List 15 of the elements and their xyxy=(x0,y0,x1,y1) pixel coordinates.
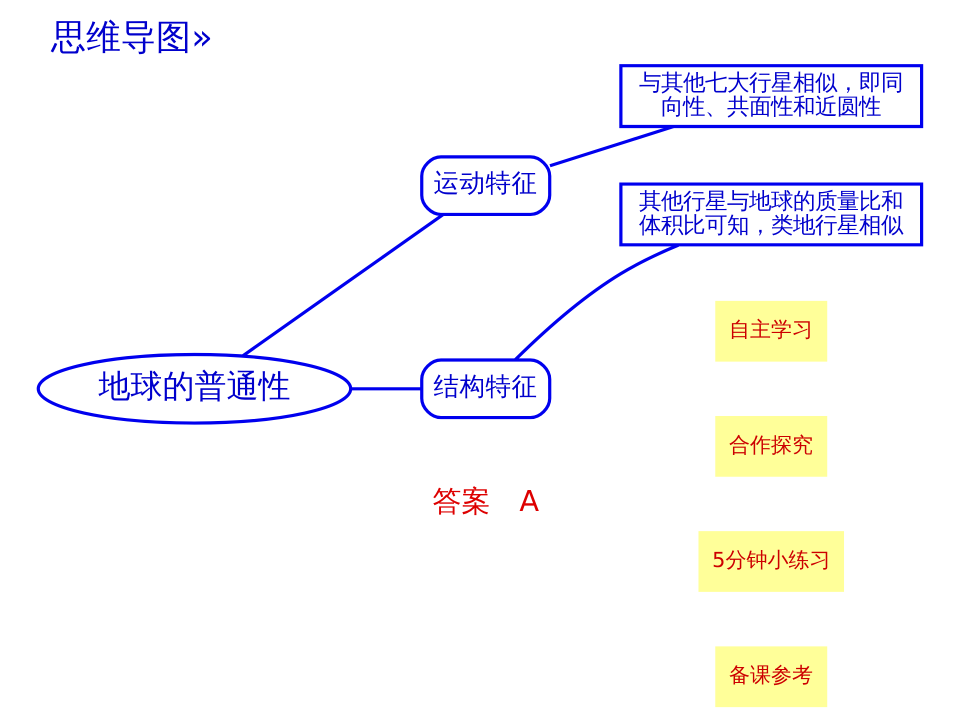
node-ellipse: 地球的普通性 xyxy=(36,352,352,425)
label: 备课参考 xyxy=(729,663,814,688)
node-box: 结构特征 xyxy=(420,358,552,420)
label: 合作探究 xyxy=(729,432,814,457)
label: 答案 A xyxy=(432,484,540,518)
connector xyxy=(241,213,444,358)
connector xyxy=(350,387,422,390)
connector xyxy=(514,244,680,361)
connector xyxy=(550,125,674,168)
node-box: 其他行星与地球的质量比和体积比可知，类地行星相似 xyxy=(619,182,924,246)
label: 自主学习 xyxy=(729,318,814,342)
node-box: 与其他七大行星相似，即同向性、共面性和近圆性 xyxy=(619,64,924,128)
node-box: 运动特征 xyxy=(420,155,552,216)
label: 5分钟小练习 xyxy=(712,548,830,572)
diagram-title: 思维导图» xyxy=(51,17,213,58)
